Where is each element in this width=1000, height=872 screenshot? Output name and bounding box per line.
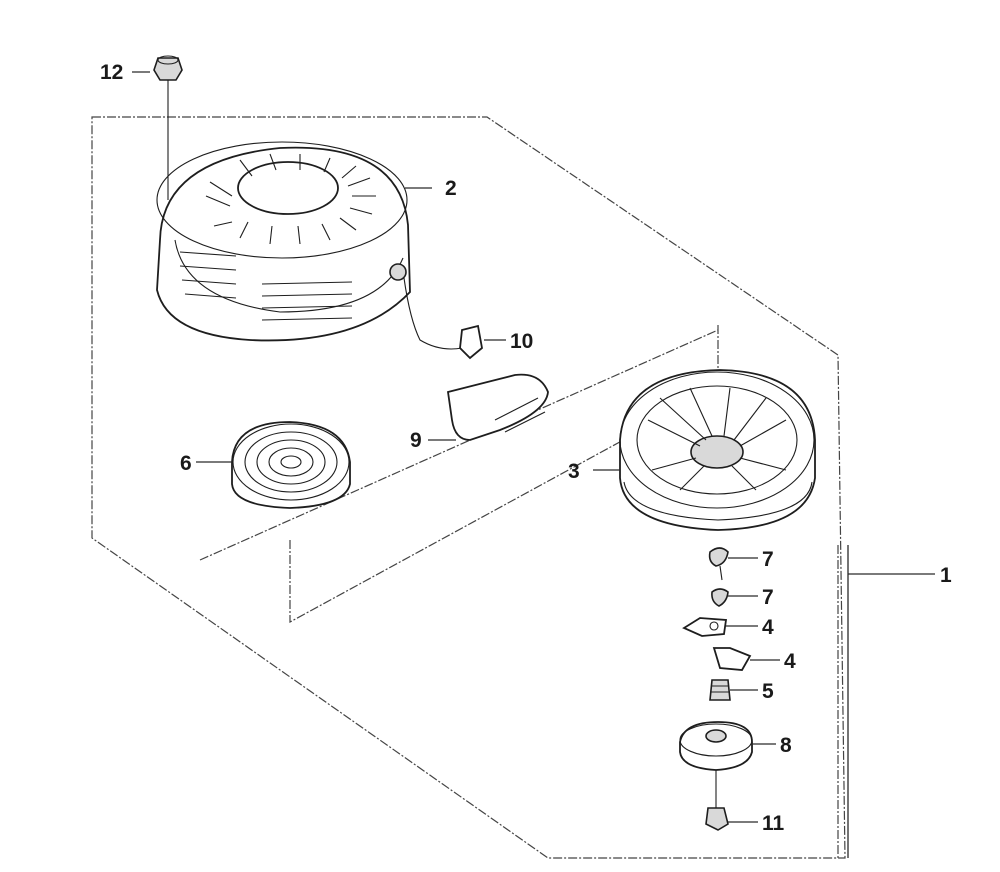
- part-5-spring: [709, 679, 758, 701]
- part-10-rope-knot: [459, 324, 506, 360]
- callout-10: 10: [510, 330, 533, 353]
- part-6-recoil-spring: [196, 421, 351, 509]
- callout-2: 2: [445, 177, 457, 200]
- divider-lower: [289, 389, 716, 624]
- callout-7-upper: 7: [762, 548, 774, 571]
- part-2-starter-case: [156, 141, 463, 350]
- divider-upper: [199, 329, 719, 561]
- callout-7-lower: 7: [762, 586, 774, 609]
- callout-8: 8: [780, 734, 792, 757]
- part-12-nut: [132, 55, 183, 200]
- callout-4-upper: 4: [762, 616, 774, 639]
- part-8-ratchet-guide: [679, 721, 776, 771]
- part-4-ratchet-lower: [712, 647, 780, 671]
- part-4-ratchet-upper: [682, 617, 758, 637]
- assembly-boundary: [91, 116, 846, 859]
- callout-6: 6: [180, 452, 192, 475]
- callout-3: 3: [568, 460, 580, 483]
- part-7-spring-upper: [708, 547, 758, 581]
- part-1-assembly-leader: [847, 545, 935, 858]
- part-3-reel: [593, 369, 816, 531]
- callout-4-lower: 4: [784, 650, 796, 673]
- part-11-screw: [705, 770, 758, 831]
- callout-12: 12: [100, 61, 123, 84]
- callout-1: 1: [940, 564, 952, 587]
- part-7-spring-lower: [711, 588, 758, 607]
- part-9-starter-grip: [428, 373, 549, 441]
- callout-5: 5: [762, 680, 774, 703]
- callout-9: 9: [410, 429, 422, 452]
- callout-11: 11: [762, 812, 785, 835]
